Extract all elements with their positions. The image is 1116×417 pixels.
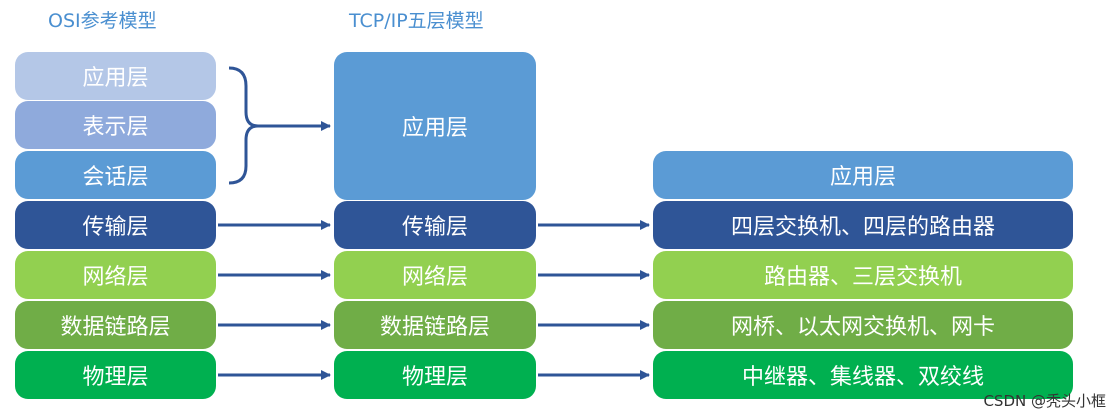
tcp-ip-model-title: TCP/IP五层模型 [349, 10, 484, 32]
osi-data-link-layer: 数据链路层 [15, 301, 216, 349]
osi-application-layer: 应用层 [15, 52, 216, 100]
device-transport-layer: 四层交换机、四层的路由器 [653, 201, 1073, 249]
device-data-link-layer: 网桥、以太网交换机、网卡 [653, 301, 1073, 349]
osi-physical-layer: 物理层 [15, 351, 216, 399]
tcp-application-layer: 应用层 [334, 52, 536, 200]
device-network-layer: 路由器、三层交换机 [653, 251, 1073, 299]
osi-model-title: OSI参考模型 [48, 10, 157, 32]
watermark: CSDN @秃头小框 [983, 392, 1106, 410]
grouping-brace [228, 66, 259, 185]
osi-transport-layer: 传输层 [15, 201, 216, 249]
tcp-data-link-layer: 数据链路层 [334, 301, 536, 349]
osi-session-layer: 会话层 [15, 151, 216, 199]
device-application-layer: 应用层 [653, 151, 1073, 199]
tcp-transport-layer: 传输层 [334, 201, 536, 249]
tcp-network-layer: 网络层 [334, 251, 536, 299]
osi-network-layer: 网络层 [15, 251, 216, 299]
tcp-physical-layer: 物理层 [334, 351, 536, 399]
device-physical-layer: 中继器、集线器、双绞线 [653, 351, 1073, 399]
osi-presentation-layer: 表示层 [15, 101, 216, 149]
